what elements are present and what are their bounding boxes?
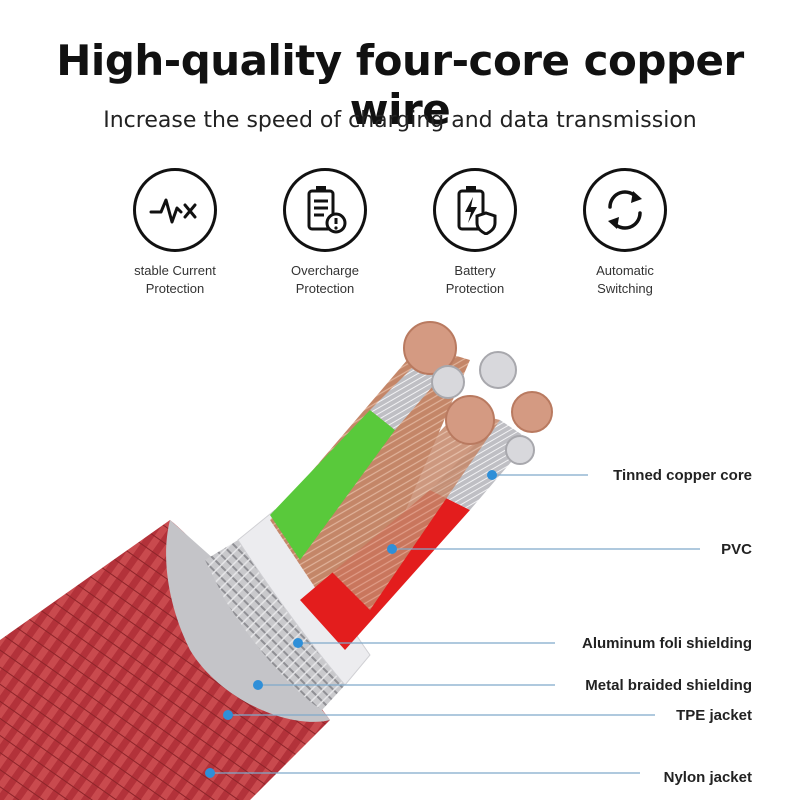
battery-shield-icon [433, 168, 517, 252]
pulse-x-icon [133, 168, 217, 252]
page-title: High-quality four-core copper wire [56, 36, 744, 134]
cable-illustration: Tinned copper core PVC Aluminum foli shi… [0, 310, 800, 800]
battery-warning-icon [283, 168, 367, 252]
page-subtitle: Increase the speed of charging and data … [103, 108, 697, 133]
circular-arrows-icon [583, 168, 667, 252]
metal-braided-shielding [205, 540, 345, 710]
callout-metal-braided: Metal braided shielding [585, 677, 752, 694]
callout-lines [210, 474, 700, 774]
callout-dots [205, 470, 497, 778]
callout-tpe-jacket: TPE jacket [676, 707, 752, 724]
nylon-jacket [0, 520, 330, 800]
cable-cross-section [0, 321, 700, 800]
callout-aluminum-foil: Aluminum foli shielding [582, 635, 752, 652]
callout-tinned-copper-core: Tinned copper core [613, 467, 752, 484]
callout-pvc: PVC [721, 541, 752, 558]
callout-nylon-jacket: Nylon jacket [663, 769, 752, 786]
green-conductor [270, 410, 395, 560]
copper-bundle [270, 345, 470, 640]
